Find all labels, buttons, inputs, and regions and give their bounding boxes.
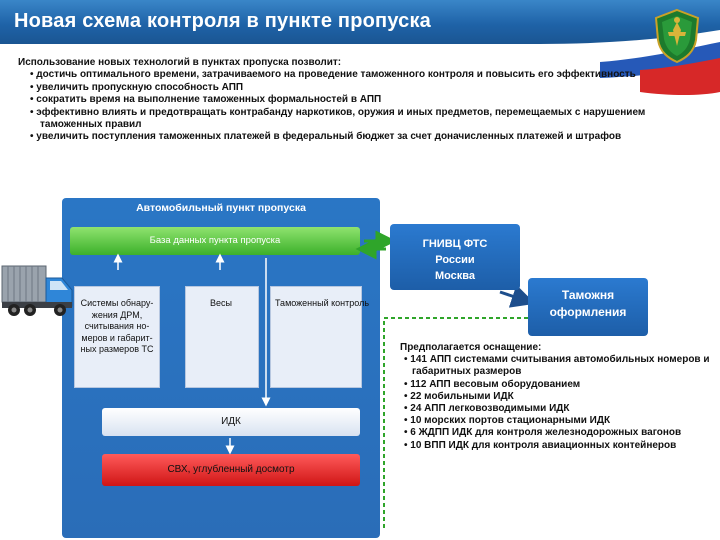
customs-control-card bbox=[270, 286, 362, 388]
scales-label: Весы bbox=[210, 298, 232, 308]
intro-item: достичь оптимального времени, затрачивае… bbox=[18, 69, 658, 81]
svh-bar bbox=[102, 454, 360, 486]
equipment-list: 141 АПП системами считывания автомобильн… bbox=[400, 354, 710, 452]
intro-text: Использование новых технологий в пунктах… bbox=[18, 57, 658, 144]
equipment-heading: Предполагается оснащение: bbox=[400, 342, 542, 353]
equipment-item: 6 ЖДПП ИДК для контроля железнодорожных … bbox=[400, 427, 710, 439]
equipment-item: 22 мобильными ИДК bbox=[400, 391, 710, 403]
systems-label: Системы обнару-жения ДРМ, считывания но-… bbox=[80, 298, 154, 354]
customs-control-label: Таможенный контроль bbox=[274, 298, 370, 308]
idk-bar bbox=[102, 408, 360, 436]
intro-list: достичь оптимального времени, затрачивае… bbox=[18, 69, 658, 143]
equipment-item: 24 АПП легковозводимыми ИДК bbox=[400, 403, 710, 415]
database-label: База данных пункта пропуска bbox=[149, 235, 281, 246]
svh-label: СВХ, углубленный досмотр bbox=[167, 464, 295, 475]
idk-label: ИДК bbox=[221, 416, 241, 427]
panel-title: Автомобильный пункт пропуска bbox=[136, 202, 306, 214]
intro-item: эффективно влиять и предотвращать контра… bbox=[18, 107, 658, 132]
gnivc-line: Москва bbox=[434, 270, 476, 282]
scales-card bbox=[185, 286, 259, 388]
customs-emblem-icon bbox=[648, 6, 706, 64]
truck-icon bbox=[0, 262, 78, 320]
gnivc-line: ГНИВЦ ФТС bbox=[422, 238, 488, 250]
gnivc-label: ГНИВЦ ФТС России Москва bbox=[390, 236, 520, 284]
customs-office-box bbox=[528, 278, 648, 336]
equipment-item: 10 морских портов стационарными ИДК bbox=[400, 415, 710, 427]
intro-heading: Использование новых технологий в пунктах… bbox=[18, 57, 342, 68]
customs-office-line: оформления bbox=[549, 305, 627, 319]
equipment-item: 10 ВПП ИДК для контроля авиационных конт… bbox=[400, 440, 710, 452]
equipment-item: 112 АПП весовым оборудованием bbox=[400, 379, 710, 391]
customs-office-label: Таможня оформления bbox=[528, 287, 648, 321]
intro-item: увеличить поступления таможенных платеже… bbox=[18, 131, 658, 143]
gnivc-box bbox=[390, 224, 520, 290]
intro-item: увеличить пропускную способность АПП bbox=[18, 82, 658, 94]
equipment-text: Предполагается оснащение: 141 АПП систем… bbox=[400, 342, 710, 452]
page-title: Новая схема контроля в пункте пропуска bbox=[14, 10, 431, 32]
gnivc-line: России bbox=[435, 254, 475, 266]
customs-office-line: Таможня bbox=[561, 288, 615, 302]
database-bar bbox=[70, 227, 360, 255]
equipment-item: 141 АПП системами считывания автомобильн… bbox=[400, 354, 710, 378]
dashed-link bbox=[383, 317, 528, 530]
intro-item: сократить время на выполнение таможенных… bbox=[18, 94, 658, 106]
arrow-gnivc-customs bbox=[499, 284, 536, 308]
systems-card bbox=[74, 286, 160, 388]
